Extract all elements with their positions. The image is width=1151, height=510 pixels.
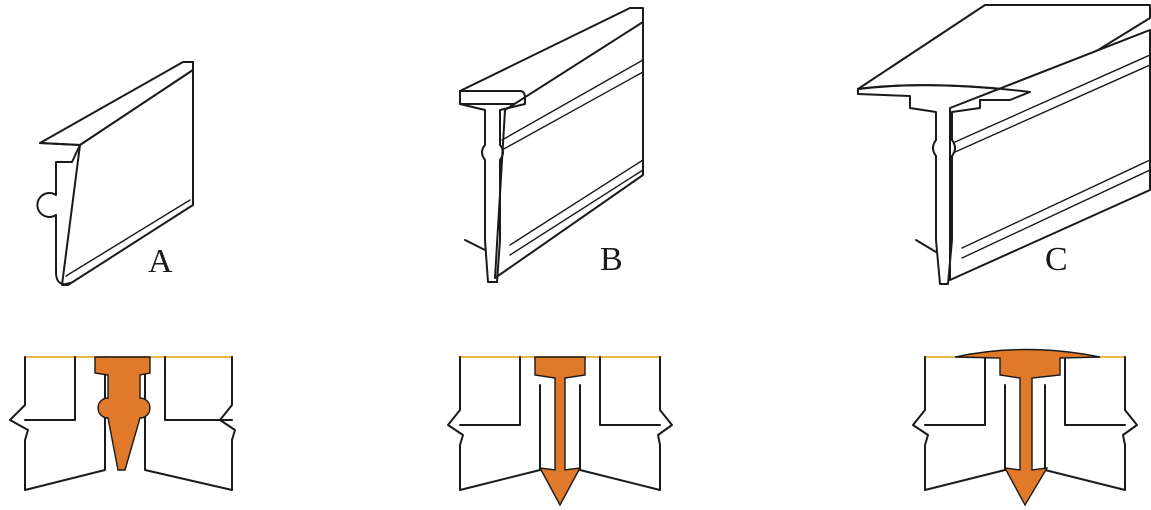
profile-a-3d — [36, 61, 194, 286]
section-c — [912, 348, 1138, 507]
profile-b-groove-lower — [509, 159, 644, 256]
section-a-left-board — [9, 356, 106, 491]
section-b-right-board — [579, 356, 673, 491]
section-c-profile — [954, 348, 1101, 507]
profile-c-3d — [857, 4, 1151, 285]
profile-b-section-outline — [459, 90, 526, 283]
profile-b-side-face — [494, 21, 644, 279]
profile-c-side-face — [949, 29, 1151, 281]
profile-c-barb — [915, 239, 937, 253]
profile-c-section-outline — [857, 84, 1031, 285]
profile-a-section-outline — [36, 142, 81, 286]
section-c-right-board — [1044, 356, 1138, 491]
label-c: C — [1045, 241, 1068, 278]
section-b — [447, 356, 673, 507]
section-a — [9, 356, 236, 491]
section-a-profile — [94, 356, 151, 471]
section-b-left-board — [447, 356, 541, 491]
label-b: B — [600, 241, 623, 278]
profile-b-3d — [459, 7, 644, 283]
profile-b-groove-upper — [501, 59, 644, 151]
profile-c-groove-upper — [954, 54, 1151, 153]
profile-b-barb — [464, 239, 486, 251]
profile-a-bottom-lip — [65, 199, 191, 277]
label-a: A — [148, 243, 173, 280]
section-a-right-board — [144, 356, 236, 491]
section-b-profile — [534, 356, 586, 507]
profile-c-groove-lower — [961, 159, 1151, 259]
profile-a-side-face — [61, 69, 194, 286]
section-c-left-board — [912, 356, 1006, 491]
